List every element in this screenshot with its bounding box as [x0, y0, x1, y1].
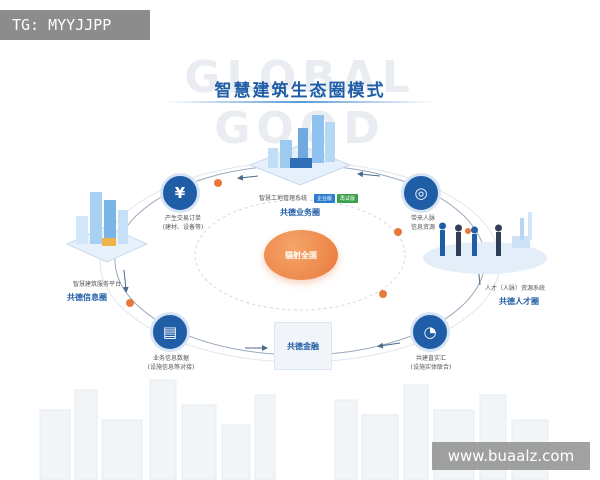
arrow-bottom-right — [377, 342, 401, 349]
left-circle-label: 共德信息圈 — [67, 293, 107, 302]
orange-dot — [465, 228, 471, 234]
orange-dot — [379, 290, 387, 298]
right-circle-label: 共德人才圈 — [499, 297, 539, 306]
top-left-node-line1: 产生交易订单 — [164, 215, 201, 222]
arrow-left — [122, 269, 129, 293]
top-badge-enterprise: 企业版 — [314, 194, 336, 203]
center-radiate-orb: 辐射全国 — [264, 230, 338, 280]
diagram-title: 智慧建筑生态圈模式 — [214, 81, 386, 101]
yuan-icon: ¥ — [160, 173, 200, 213]
pie-chart-icon: ◔ — [410, 312, 450, 352]
top-badge-trial: 再试版 — [337, 194, 359, 203]
background-watermark-word: GLOBAL GOOD — [184, 52, 416, 154]
orange-dot — [394, 228, 402, 236]
center-label: 辐射全国 — [285, 250, 317, 260]
bottom-left-node-line2: (设施信息等对接) — [147, 364, 195, 371]
tg-watermark: TG: MYYJJPP — [0, 10, 150, 40]
bottom-finance-box: 共德金融 — [274, 322, 332, 370]
bottom-box-label: 共德金融 — [287, 341, 319, 351]
top-right-node-line1: 带来人脉 — [410, 215, 435, 222]
orange-dot — [126, 299, 134, 307]
left-building-illustration — [65, 192, 149, 263]
left-caption: 智慧建筑服务平台 — [72, 281, 121, 288]
bottom-left-node-line1: 业务信息数据 — [152, 355, 189, 362]
title-underline — [165, 101, 435, 103]
right-people-illustration — [423, 212, 547, 274]
top-caption: 智慧工地管理系统 — [258, 195, 307, 202]
right-caption: 人才（人脉）资源系统 — [484, 285, 545, 292]
bottom-right-node-line1: 共建直实汇 — [415, 355, 446, 362]
target-icon: ◎ — [401, 173, 441, 213]
url-watermark: www.buaalz.com — [432, 442, 590, 470]
top-right-node-line2: 信息资源 — [410, 224, 435, 231]
arrow-top-right — [357, 171, 381, 178]
top-left-node-line2: (建材、设备等) — [162, 224, 204, 231]
top-city-illustration — [248, 115, 352, 186]
orange-dot — [214, 179, 222, 187]
arrow-top-left — [237, 174, 259, 181]
document-icon: ▤ — [150, 312, 190, 352]
top-circle-label: 共德业务圈 — [280, 208, 320, 217]
inner-dashed-ring — [194, 199, 406, 311]
bottom-right-node-line2: (设施实体联合) — [410, 364, 452, 371]
